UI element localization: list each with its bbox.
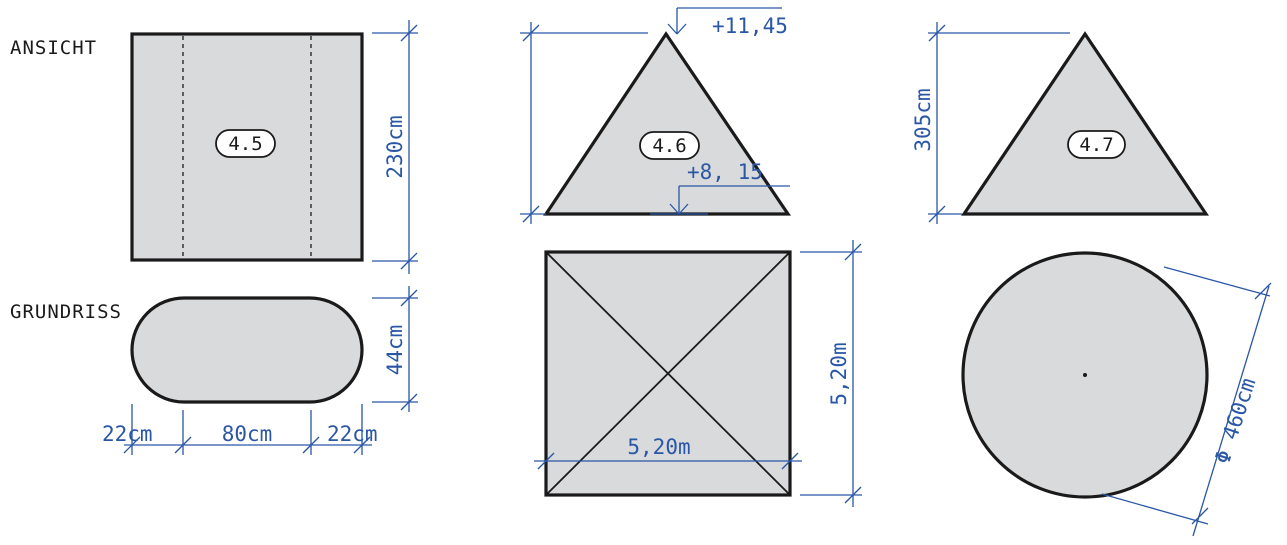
level-marker-base: +8, 15	[650, 160, 790, 215]
dim-end-left: 22cm	[102, 422, 153, 446]
object-4-6-plan	[544, 250, 792, 497]
svg-text:44cm: 44cm	[383, 325, 407, 376]
object-4-7-badge: 4.7	[1067, 130, 1126, 159]
svg-text:305cm: 305cm	[911, 88, 935, 151]
object-4-7-plan	[961, 251, 1209, 499]
svg-text:Φ 460cm: Φ 460cm	[1210, 375, 1260, 467]
svg-text:+11,45: +11,45	[712, 14, 788, 38]
svg-text:5,20m: 5,20m	[627, 435, 690, 459]
object-4-6-elevation	[543, 31, 792, 216]
svg-text:+8, 15: +8, 15	[687, 160, 763, 184]
svg-text:230cm: 230cm	[383, 115, 407, 178]
dimension-triangle-height: 305cm	[911, 22, 1070, 224]
svg-text:4.7: 4.7	[1079, 134, 1113, 156]
dimension-square-depth: 5,20m	[800, 240, 862, 507]
grundriss-label: GRUNDRISS	[10, 301, 122, 323]
object-4-5-plan	[130, 296, 364, 404]
dimension-square-width: 5,20m	[534, 435, 802, 470]
dimension-box-height: 230cm	[372, 20, 418, 274]
svg-text:4.6: 4.6	[652, 135, 686, 157]
svg-text:5,20m: 5,20m	[827, 342, 851, 405]
dim-middle: 80cm	[222, 422, 273, 446]
dimension-capsule-width-chain: 22cm 80cm 22cm	[102, 404, 378, 455]
object-4-7-elevation	[960, 31, 1210, 216]
svg-text:4.5: 4.5	[228, 133, 262, 155]
dim-end-right: 22cm	[327, 422, 378, 446]
ansicht-label: ANSICHT	[10, 37, 97, 59]
object-4-6-badge: 4.6	[639, 131, 700, 160]
dimension-capsule-depth: 44cm	[372, 286, 418, 412]
level-marker-apex: +11,45	[667, 7, 788, 38]
dimension-triangle-height-left	[520, 22, 648, 224]
object-4-5-badge: 4.5	[215, 129, 276, 158]
